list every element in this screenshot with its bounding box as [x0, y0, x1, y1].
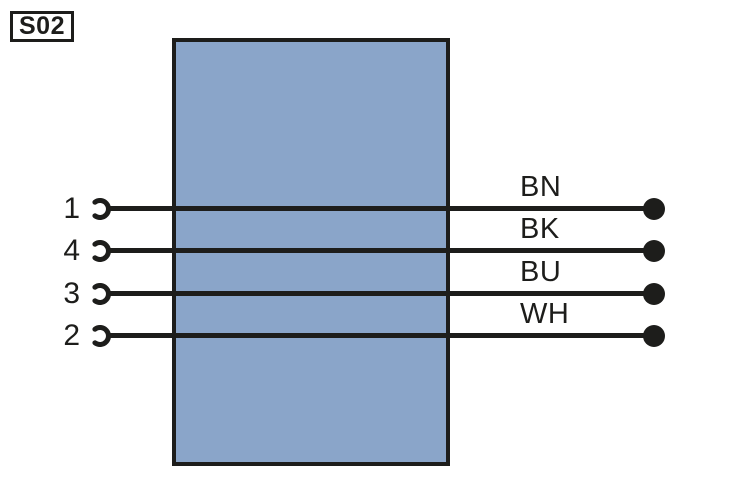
pin-number: 2 [63, 319, 80, 352]
terminal-dot [643, 240, 665, 262]
wire-line [106, 291, 650, 296]
wire-color-label: BN [520, 171, 562, 203]
terminal-dot [643, 283, 665, 305]
wire-color-label: BK [520, 213, 560, 245]
wire-line [106, 248, 650, 253]
wire-color-label: BU [520, 256, 562, 288]
component-tag-label: S02 [19, 12, 65, 40]
terminal-dot [643, 325, 665, 347]
pin-number: 3 [63, 277, 80, 310]
pin-number: 4 [63, 234, 80, 267]
terminal-dot [643, 198, 665, 220]
wire-color-label: WH [520, 298, 570, 330]
wire-line [106, 333, 650, 338]
component-tag: S02 [10, 11, 74, 42]
pin-number: 1 [63, 192, 80, 225]
wire-line [106, 206, 650, 211]
